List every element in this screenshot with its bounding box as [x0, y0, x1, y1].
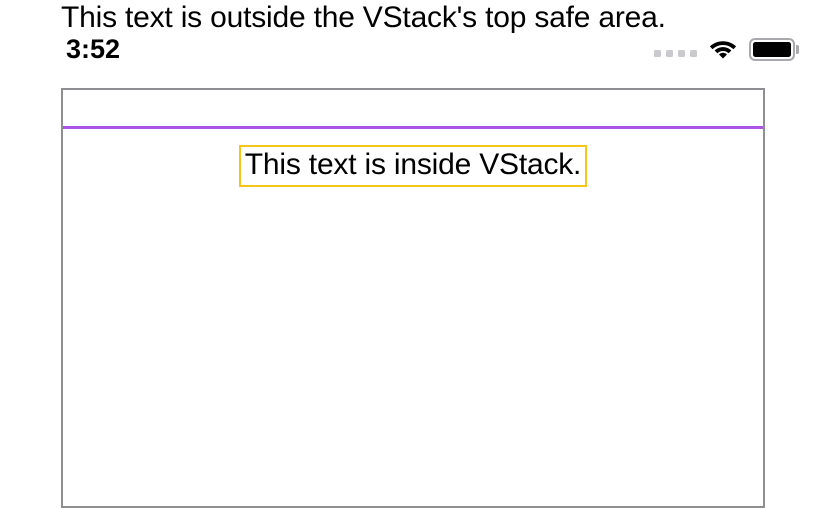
signal-dot: [678, 50, 685, 57]
safe-area-boundary-line: [63, 126, 763, 129]
status-bar-clock: 3:52: [66, 34, 121, 64]
outside-safe-area-text: This text is outside the VStack's top sa…: [61, 1, 666, 34]
status-bar: 3:52: [0, 32, 827, 66]
wifi-icon: [709, 40, 737, 58]
battery-fill: [753, 41, 791, 57]
battery-body: [749, 37, 795, 61]
battery-full-icon: [749, 37, 799, 61]
inside-vstack-text: This text is inside VStack.: [238, 145, 588, 187]
inside-text-container: This text is inside VStack.: [63, 145, 763, 187]
signal-dot: [654, 50, 661, 57]
status-bar-indicators: [654, 32, 799, 66]
signal-dot: [666, 50, 673, 57]
signal-dot: [690, 50, 697, 57]
signal-dots-icon: [654, 32, 697, 66]
battery-cap: [796, 44, 799, 54]
vstack-container: This text is inside VStack.: [61, 88, 765, 508]
